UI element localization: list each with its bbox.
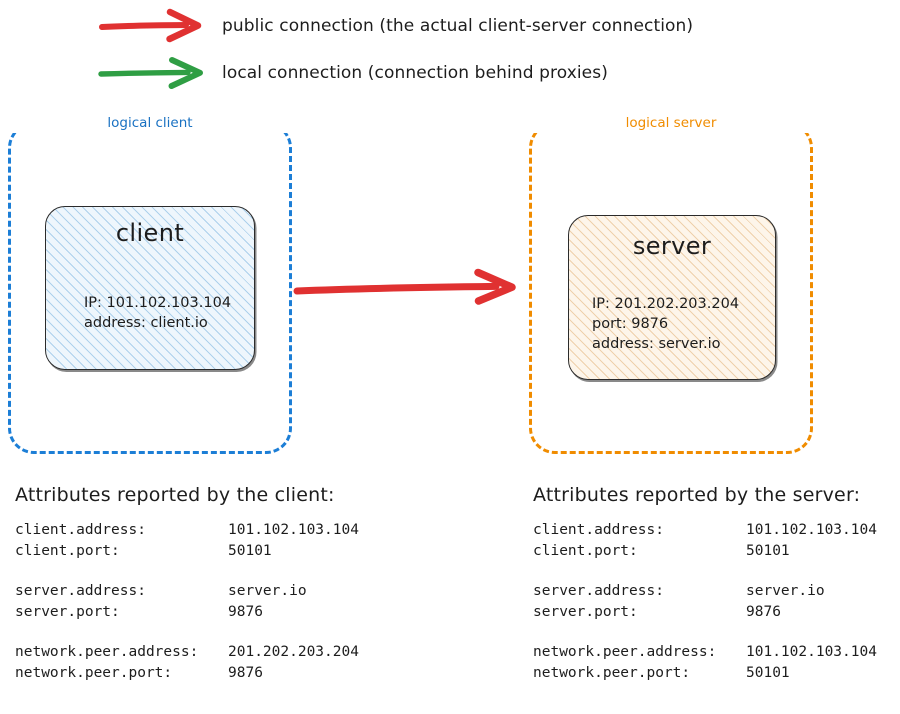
green-arrow-icon: [98, 53, 210, 93]
attribute-key: client.address:: [15, 522, 146, 538]
attribute-row: server.address: server.io: [533, 581, 877, 602]
server-node[interactable]: server IP: 201.202.203.204 port: 9876 ad…: [568, 215, 776, 380]
attribute-value: 101.102.103.104: [746, 644, 877, 660]
client-attributes-panel: Attributes reported by the client: clien…: [15, 484, 359, 684]
attribute-value: server.io: [746, 583, 825, 599]
attribute-value: server.io: [228, 583, 307, 599]
attribute-key: server.address:: [533, 583, 664, 599]
attribute-value: 50101: [228, 543, 272, 559]
attribute-value: 201.202.203.204: [228, 644, 359, 660]
attribute-value: 9876: [228, 604, 263, 620]
client-node-details: IP: 101.102.103.104 address: client.io: [84, 293, 231, 333]
server-attributes-table: client.address: 101.102.103.104 client.por…: [533, 520, 877, 684]
attribute-group-spacer: [15, 562, 359, 581]
legend-label-public-connection: public connection (the actual client-ser…: [222, 16, 694, 36]
attribute-row: network.peer.address: 201.202.203.204: [15, 642, 359, 663]
attribute-value: 101.102.103.104: [228, 522, 359, 538]
public-connection-arrow-icon: [292, 265, 528, 311]
logical-server-group: logical server server IP: 201.202.203.20…: [529, 113, 813, 454]
attribute-row: network.peer.port: 9876: [15, 663, 359, 684]
logical-client-label: logical client: [11, 113, 289, 133]
attribute-value: 9876: [228, 665, 263, 681]
client-node-ip: IP: 101.102.103.104: [84, 295, 232, 311]
attribute-row: client.address: 101.102.103.104: [533, 520, 877, 541]
attribute-group-spacer: [15, 623, 359, 642]
client-attributes-body: client.address: 101.102.103.104 client.por…: [15, 520, 359, 684]
red-arrow-icon: [98, 6, 210, 46]
legend-item-local-connection: local connection (connection behind prox…: [0, 53, 900, 93]
server-attributes-panel: Attributes reported by the server: clien…: [533, 484, 877, 684]
attribute-key: network.peer.port:: [533, 665, 691, 681]
server-attributes-body: client.address: 101.102.103.104 client.por…: [533, 520, 877, 684]
logical-server-label: logical server: [532, 113, 810, 133]
attribute-key: client.port:: [533, 543, 638, 559]
attribute-key: network.peer.port:: [15, 665, 173, 681]
attribute-group-spacer: [533, 623, 877, 642]
server-node-title: server: [632, 232, 712, 260]
client-node-title: client: [115, 219, 185, 247]
attribute-row: server.port: 9876: [533, 602, 877, 623]
attribute-key: client.address:: [533, 522, 664, 538]
attribute-value: 50101: [746, 665, 790, 681]
legend: public connection (the actual client-ser…: [0, 0, 900, 110]
attribute-key: network.peer.address:: [15, 644, 199, 660]
legend-label-local-connection: local connection (connection behind prox…: [222, 63, 608, 83]
attribute-key: server.address:: [15, 583, 146, 599]
attribute-row: server.port: 9876: [15, 602, 359, 623]
attribute-key: server.port:: [15, 604, 120, 620]
attribute-row: client.port: 50101: [533, 541, 877, 562]
client-node-address: address: client.io: [84, 315, 208, 331]
attribute-value: 50101: [746, 543, 790, 559]
client-node[interactable]: client IP: 101.102.103.104 address: clie…: [45, 206, 255, 370]
attribute-value: 9876: [746, 604, 781, 620]
attribute-group-spacer: [533, 562, 877, 581]
client-attributes-table: client.address: 101.102.103.104 client.por…: [15, 520, 359, 684]
attribute-key: client.port:: [15, 543, 120, 559]
attribute-row: client.port: 50101: [15, 541, 359, 562]
server-node-ip: IP: 201.202.203.204: [592, 296, 740, 312]
logical-client-group: logical client client IP: 101.102.103.10…: [8, 113, 292, 454]
attribute-row: client.address: 101.102.103.104: [15, 520, 359, 541]
server-node-port: port: 9876: [592, 316, 669, 332]
server-node-details: IP: 201.202.203.204 port: 9876 address: …: [592, 294, 739, 354]
attribute-row: server.address: server.io: [15, 581, 359, 602]
attribute-key: server.port:: [533, 604, 638, 620]
attribute-key: network.peer.address:: [533, 644, 717, 660]
attribute-row: network.peer.address: 101.102.103.104: [533, 642, 877, 663]
attribute-row: network.peer.port: 50101: [533, 663, 877, 684]
client-attributes-heading: Attributes reported by the client:: [15, 484, 335, 506]
attribute-value: 101.102.103.104: [746, 522, 877, 538]
server-attributes-heading: Attributes reported by the server:: [533, 484, 861, 506]
server-node-address: address: server.io: [592, 336, 721, 352]
legend-item-public-connection: public connection (the actual client-ser…: [0, 6, 900, 46]
